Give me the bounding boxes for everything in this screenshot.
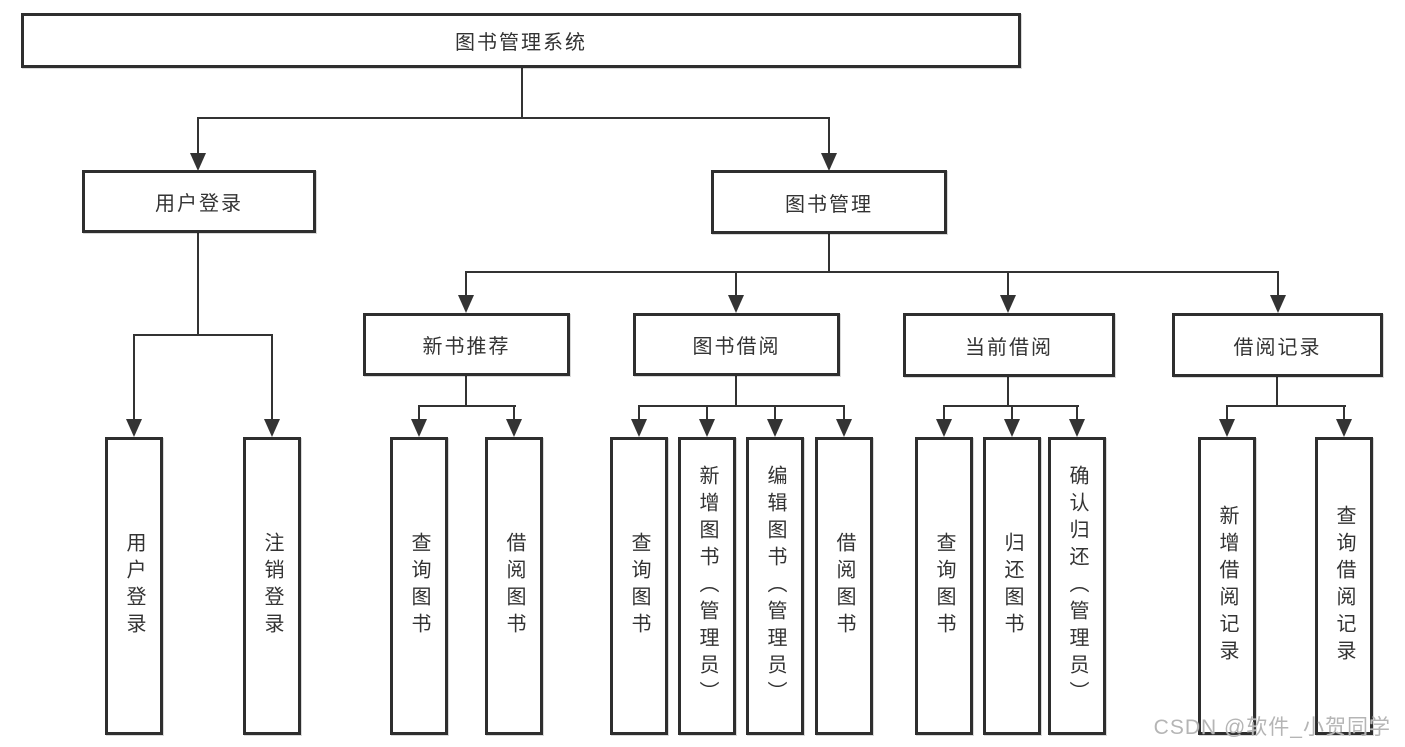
- connector-line: [513, 405, 515, 419]
- arrowhead-down-icon: [1336, 419, 1352, 437]
- leaf-user-login-label: 用户登录: [123, 532, 145, 640]
- arrowhead-down-icon: [411, 419, 427, 437]
- connector-line: [521, 68, 523, 118]
- connector-line: [197, 117, 199, 153]
- connector-line: [638, 405, 640, 419]
- connector-line: [465, 271, 467, 295]
- leaf-recommend-borrow-books-label: 借阅图书: [503, 532, 525, 640]
- connector-line: [1276, 377, 1278, 407]
- arrowhead-down-icon: [264, 419, 280, 437]
- arrowhead-down-icon: [699, 419, 715, 437]
- leaf-edit-books-admin: 编辑图书（管理员）: [746, 437, 804, 735]
- leaf-query-borrow-record: 查询借阅记录: [1315, 437, 1373, 735]
- node-book-borrow: 图书借阅: [633, 313, 840, 376]
- connector-line: [1226, 405, 1346, 407]
- arrowhead-down-icon: [458, 295, 474, 313]
- node-root: 图书管理系统: [21, 13, 1021, 68]
- node-book-borrow-label: 图书借阅: [692, 336, 781, 358]
- connector-line: [197, 117, 830, 119]
- arrowhead-down-icon: [821, 153, 837, 171]
- arrowhead-down-icon: [1270, 295, 1286, 313]
- node-new-book-recommend-label: 新书推荐: [422, 336, 511, 358]
- arrowhead-down-icon: [728, 295, 744, 313]
- leaf-add-borrow-record-label: 新增借阅记录: [1216, 505, 1238, 667]
- node-current-borrow-label: 当前借阅: [965, 336, 1053, 359]
- leaf-borrow-query-books-label: 查询图书: [628, 532, 650, 640]
- arrowhead-down-icon: [936, 419, 952, 437]
- leaf-return-books-label: 归还图书: [1001, 532, 1023, 640]
- connector-line: [735, 271, 737, 295]
- leaf-recommend-query-books: 查询图书: [390, 437, 448, 735]
- leaf-confirm-return-admin-label: 确认归还（管理员）: [1066, 464, 1088, 708]
- leaf-current-query-books: 查询图书: [915, 437, 973, 735]
- node-user-login-label: 用户登录: [155, 193, 243, 215]
- connector-line: [133, 334, 273, 336]
- csdn-watermark: CSDN @软件_小贺同学: [1153, 716, 1391, 739]
- node-borrow-records: 借阅记录: [1172, 313, 1383, 377]
- arrowhead-down-icon: [836, 419, 852, 437]
- leaf-query-borrow-record-label: 查询借阅记录: [1333, 505, 1355, 667]
- connector-line: [271, 334, 273, 419]
- leaf-add-books-admin: 新增图书（管理员）: [678, 437, 736, 735]
- node-book-management-label: 图书管理: [785, 193, 873, 216]
- arrowhead-down-icon: [190, 153, 206, 171]
- arrowhead-down-icon: [1219, 419, 1235, 437]
- leaf-add-books-admin-label: 新增图书（管理员）: [696, 464, 718, 708]
- connector-line: [1007, 271, 1009, 295]
- arrowhead-down-icon: [1004, 419, 1020, 437]
- connector-line: [943, 405, 945, 419]
- connector-line: [1343, 405, 1345, 419]
- arrowhead-down-icon: [767, 419, 783, 437]
- connector-line: [465, 376, 467, 407]
- connector-line: [465, 271, 1279, 273]
- leaf-borrow-borrow-books: 借阅图书: [815, 437, 873, 735]
- connector-line: [706, 405, 708, 419]
- leaf-recommend-borrow-books: 借阅图书: [485, 437, 543, 735]
- connector-line: [197, 233, 199, 336]
- leaf-confirm-return-admin: 确认归还（管理员）: [1048, 437, 1106, 735]
- leaf-logout: 注销登录: [243, 437, 301, 735]
- connector-line: [1277, 271, 1279, 295]
- node-new-book-recommend: 新书推荐: [363, 313, 570, 376]
- connector-line: [1011, 405, 1013, 419]
- connector-line: [638, 405, 845, 407]
- connector-line: [774, 405, 776, 419]
- node-borrow-records-label: 借阅记录: [1233, 336, 1322, 359]
- arrowhead-down-icon: [126, 419, 142, 437]
- leaf-borrow-query-books: 查询图书: [610, 437, 668, 735]
- connector-line: [828, 234, 830, 272]
- leaf-add-borrow-record: 新增借阅记录: [1198, 437, 1256, 735]
- connector-line: [418, 405, 420, 419]
- node-current-borrow: 当前借阅: [903, 313, 1115, 377]
- node-root-label: 图书管理系统: [455, 32, 587, 54]
- leaf-user-login: 用户登录: [105, 437, 163, 735]
- connector-line: [418, 405, 516, 407]
- leaf-logout-label: 注销登录: [261, 532, 283, 640]
- leaf-borrow-borrow-books-label: 借阅图书: [833, 532, 855, 640]
- connector-line: [735, 376, 737, 407]
- arrowhead-down-icon: [1000, 295, 1016, 313]
- connector-line: [133, 334, 135, 419]
- connector-line: [843, 405, 845, 419]
- leaf-recommend-query-books-label: 查询图书: [408, 532, 430, 640]
- leaf-edit-books-admin-label: 编辑图书（管理员）: [764, 464, 786, 708]
- node-user-login: 用户登录: [82, 170, 316, 233]
- leaf-current-query-books-label: 查询图书: [933, 532, 955, 640]
- connector-line: [1226, 405, 1228, 419]
- connector-line: [1076, 405, 1078, 419]
- arrowhead-down-icon: [631, 419, 647, 437]
- connector-line: [828, 117, 830, 153]
- arrowhead-down-icon: [1069, 419, 1085, 437]
- leaf-return-books: 归还图书: [983, 437, 1041, 735]
- connector-line: [1007, 377, 1009, 407]
- arrowhead-down-icon: [506, 419, 522, 437]
- node-book-management: 图书管理: [711, 170, 947, 234]
